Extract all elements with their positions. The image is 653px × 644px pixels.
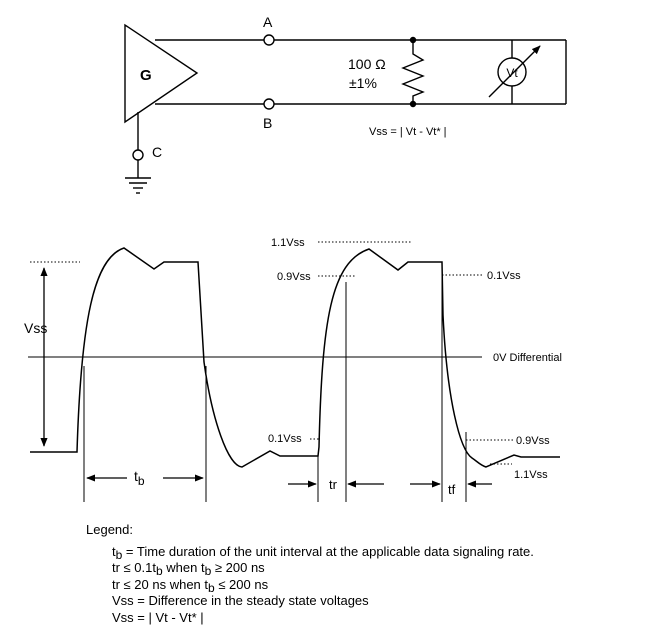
voltmeter-label: Vt xyxy=(506,66,518,80)
vss-label: Vss xyxy=(24,320,47,336)
circuit-schematic xyxy=(124,23,567,194)
legend-heading: Legend: xyxy=(86,522,133,537)
terminal-a-label: A xyxy=(263,14,273,30)
legend-line-tr-fast: tr ≤ 20 ns when tb ≤ 200 ns xyxy=(112,576,269,595)
legend: Legend: tb = Time duration of the unit i… xyxy=(86,522,646,626)
legend-line-tr-slow: tr ≤ 0.1tb when tb ≥ 200 ns xyxy=(112,560,265,578)
tb-label: tb xyxy=(134,468,145,488)
level-0-9-bottom: 0.9Vss xyxy=(516,435,550,447)
level-guides xyxy=(310,241,513,465)
legend-line-tb: tb = Time duration of the unit interval … xyxy=(112,543,534,562)
level-0-1-bottom: 0.1Vss xyxy=(268,433,302,445)
level-1-1-top: 1.1Vss xyxy=(271,237,305,249)
terminal-a xyxy=(263,34,275,46)
resistor xyxy=(401,40,425,104)
legend-line-vss-formula: Vss = | Vt - Vt* | xyxy=(112,609,204,625)
terminal-c-label: C xyxy=(152,144,162,160)
generator-triangle xyxy=(124,23,199,124)
terminal-b-label: B xyxy=(263,115,272,131)
level-0-1-top: 0.1Vss xyxy=(487,270,521,282)
generator-label: G xyxy=(140,67,152,84)
terminal-c xyxy=(132,149,144,161)
resistor-value: 100 Ω xyxy=(348,56,386,72)
pulse-verticals xyxy=(83,262,467,502)
legend-line-vss-def: Vss = Difference in the steady state vol… xyxy=(112,593,369,608)
vss-formula: Vss = | Vt - Vt* | xyxy=(369,126,447,138)
level-1-1-bottom: 1.1Vss xyxy=(514,469,548,481)
terminal-b xyxy=(263,98,275,110)
tr-label: tr xyxy=(329,477,338,492)
waveform xyxy=(28,241,560,502)
ground-icon xyxy=(125,177,151,194)
zero-label: 0V Differential xyxy=(493,352,562,364)
signal-trace xyxy=(30,247,560,468)
voltmeter-arrow xyxy=(488,45,541,98)
tf-label: tf xyxy=(448,482,456,497)
level-0-9-top: 0.9Vss xyxy=(277,271,311,283)
resistor-tolerance: ±1% xyxy=(349,75,377,91)
timing-arrows xyxy=(86,474,492,488)
